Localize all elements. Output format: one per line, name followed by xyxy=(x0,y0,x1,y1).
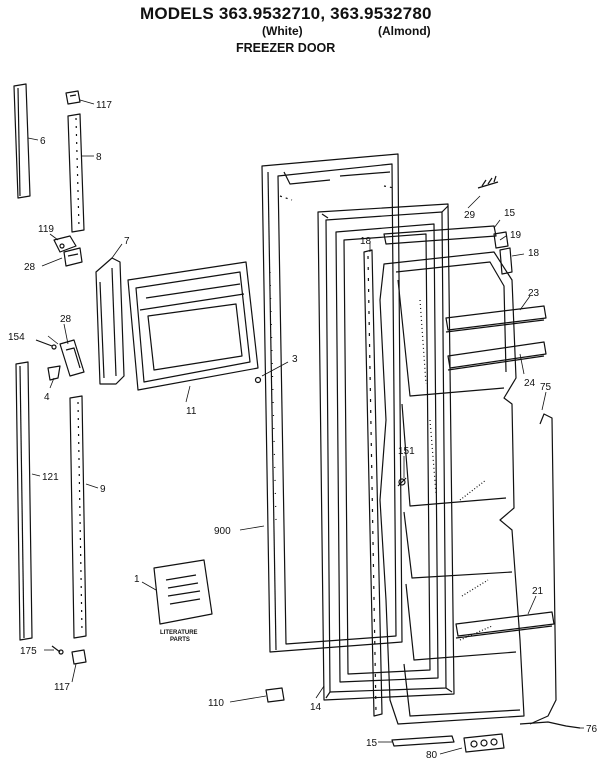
almond-label: (Almond) xyxy=(378,24,431,38)
white-label: (White) xyxy=(262,24,303,38)
part-15-top-trim xyxy=(383,225,497,245)
part-28-upper-bracket xyxy=(63,247,83,267)
callout-18-left: 18 xyxy=(360,236,372,247)
callout-119: 119 xyxy=(38,224,54,235)
callout-154: 154 xyxy=(8,332,25,343)
booklet-caption-2: PARTS xyxy=(170,637,190,643)
callout-117-top: 117 xyxy=(96,100,112,111)
part-175-screw xyxy=(51,645,64,655)
part-15-bottom-trim xyxy=(391,735,455,747)
part-18-right-strip xyxy=(499,247,513,275)
part-19-cap xyxy=(493,231,509,249)
part-9-lower-rail xyxy=(69,395,87,639)
part-900-outer-door xyxy=(261,153,403,653)
part-3-screw xyxy=(254,376,262,384)
part-117-bottom-clip xyxy=(71,649,87,665)
callout-15-bottom: 15 xyxy=(366,738,378,749)
part-23-shelf-bar xyxy=(445,305,547,333)
part-29-bar xyxy=(477,175,499,189)
callout-29: 29 xyxy=(464,210,476,221)
callout-28-lower: 28 xyxy=(60,314,72,325)
callout-1: 1 xyxy=(134,574,140,585)
callout-151: 151 xyxy=(398,446,415,457)
callout-4: 4 xyxy=(44,392,50,403)
callout-11: 11 xyxy=(186,406,197,417)
diagram-header: MODELS 363.9532710, 363.9532780 (White) … xyxy=(0,0,608,62)
part-21-shelf-bar xyxy=(455,611,555,639)
callout-15-top: 15 xyxy=(504,208,516,219)
models-title: MODELS 363.9532710, 363.9532780 xyxy=(140,4,432,23)
callout-76: 76 xyxy=(586,724,598,735)
callout-6: 6 xyxy=(40,136,46,147)
leader-lines xyxy=(27,99,584,755)
callout-24: 24 xyxy=(524,378,536,389)
part-151-fastener xyxy=(397,477,407,487)
callout-121: 121 xyxy=(42,472,59,483)
callout-7: 7 xyxy=(124,236,130,247)
part-76-wire-end xyxy=(519,721,581,729)
part-80-bottom-bracket xyxy=(463,733,505,753)
callout-19: 19 xyxy=(510,230,522,241)
part-18-left-strip xyxy=(363,249,383,717)
part-28-lower-bracket xyxy=(59,339,85,377)
callout-14: 14 xyxy=(310,702,322,713)
callout-18-right: 18 xyxy=(528,248,540,259)
part-24-shelf-bar xyxy=(447,341,547,371)
door-liner xyxy=(379,251,525,725)
part-75-wire xyxy=(529,413,557,725)
part-119-hinge xyxy=(53,235,77,253)
callout-9: 9 xyxy=(100,484,106,495)
callout-175: 175 xyxy=(20,646,37,657)
callout-23: 23 xyxy=(528,288,540,299)
part-154-screw xyxy=(35,339,57,350)
callout-110: 110 xyxy=(208,698,224,709)
part-1-literature-booklet xyxy=(153,559,213,625)
part-7-handle xyxy=(95,257,125,385)
callout-900: 900 xyxy=(214,526,231,537)
callout-117-bottom: 117 xyxy=(54,682,70,693)
callout-21: 21 xyxy=(532,586,544,597)
part-110-block xyxy=(265,687,285,703)
callout-3: 3 xyxy=(292,354,298,365)
part-117-top-clip xyxy=(65,90,81,105)
callout-28-upper: 28 xyxy=(24,262,36,273)
booklet-caption-1: LITERATURE xyxy=(160,630,198,636)
part-11-inner-panel xyxy=(127,261,259,391)
part-8-upper-rail xyxy=(67,113,85,233)
part-121-long-strip xyxy=(15,361,33,641)
section-title: FREEZER DOOR xyxy=(236,41,336,55)
callout-75: 75 xyxy=(540,382,552,393)
callout-80: 80 xyxy=(426,750,438,761)
part-14-gasket xyxy=(317,203,455,701)
part-6-trim-strip xyxy=(13,83,31,199)
part-4-clip xyxy=(47,365,61,381)
callout-8: 8 xyxy=(96,152,102,163)
